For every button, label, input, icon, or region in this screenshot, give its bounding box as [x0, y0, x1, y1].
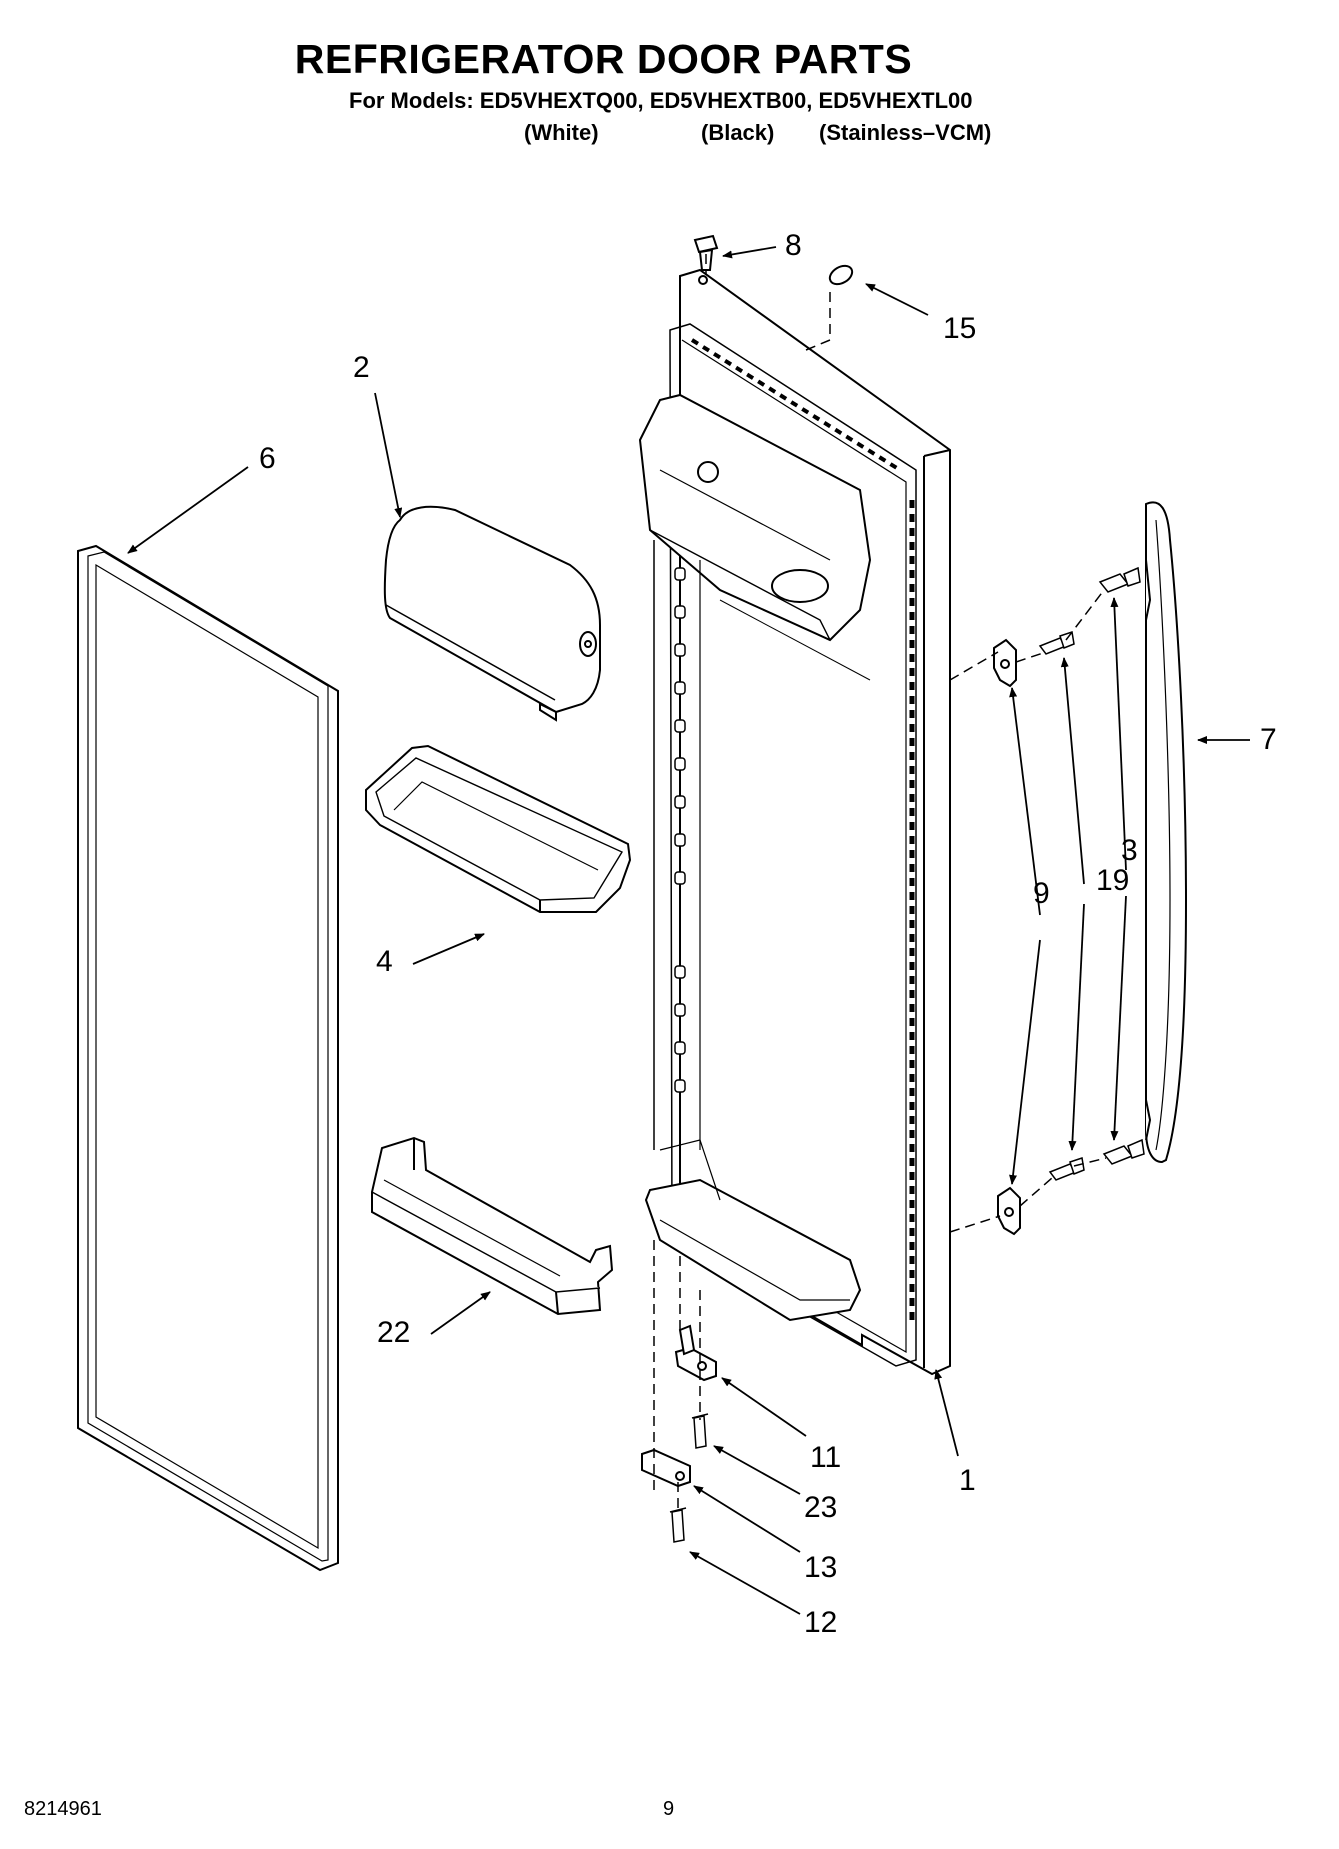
callout-6: 6: [259, 442, 276, 475]
callout-12: 12: [804, 1606, 838, 1639]
screw-part-3-upper: [1098, 566, 1141, 593]
callout-3: 3: [1121, 834, 1138, 867]
dairy-door-part-2: [383, 505, 601, 722]
door-assembly-part-1: [638, 268, 951, 1376]
leader-9-down: [1009, 939, 1041, 1185]
leader-1: [934, 1369, 959, 1457]
leader-15: [865, 283, 929, 316]
screw-part-23: [691, 1413, 709, 1449]
leader-19-up: [1060, 657, 1085, 885]
callout-7: 7: [1260, 723, 1277, 756]
page-number: 9: [663, 1798, 675, 1820]
screw-part-12: [669, 1507, 687, 1543]
callout-23: 23: [804, 1491, 838, 1524]
models-line: For Models: ED5VHEXTQ00, ED5VHEXTB00, ED…: [349, 88, 973, 113]
shelf-support-bumps: [674, 567, 686, 1093]
leader-9-up: [1009, 687, 1041, 916]
screw-part-19-lower: [1048, 1157, 1085, 1181]
leader-22: [430, 1291, 491, 1335]
callout-13: 13: [804, 1551, 838, 1584]
leader-4: [412, 933, 485, 965]
leader-6: [127, 466, 249, 554]
color-stainless-label: (Stainless–VCM): [819, 120, 992, 145]
leader-11: [721, 1377, 807, 1437]
leader-8: [722, 246, 777, 259]
leader-2: [374, 392, 403, 518]
plug-button-part-15: [828, 264, 854, 286]
color-white-label: (White): [524, 120, 599, 145]
callout-8: 8: [785, 229, 802, 262]
door-gasket-part-6: [77, 544, 339, 1572]
callout-15: 15: [943, 312, 977, 345]
leader-12: [689, 1551, 801, 1615]
page-title: REFRIGERATOR DOOR PARTS: [294, 36, 913, 82]
callout-2: 2: [353, 351, 370, 384]
door-bin-part-4: [365, 744, 632, 913]
leader-3-down: [1110, 895, 1127, 1141]
leader-19-down: [1068, 903, 1085, 1151]
hinge-bracket-part-11: [674, 1324, 717, 1382]
callout-19: 19: [1096, 864, 1130, 897]
leader-13: [693, 1485, 801, 1553]
callout-9: 9: [1033, 877, 1050, 910]
color-black-label: (Black): [701, 120, 775, 145]
callout-22: 22: [377, 1316, 411, 1349]
callout-1: 1: [959, 1464, 976, 1497]
bottom-door-shelf-part-22: [371, 1136, 614, 1316]
callout-4: 4: [376, 945, 393, 978]
leader-23: [713, 1445, 801, 1495]
hinge-plug-part-8: [693, 234, 719, 271]
screw-part-19-upper: [1038, 631, 1075, 655]
screw-part-3-lower: [1102, 1138, 1145, 1165]
leader-3-up: [1110, 597, 1127, 871]
assembly-guide-lines: [653, 254, 1107, 1510]
callout-leaders: [127, 246, 1250, 1615]
handle-clip-part-9-lower: [997, 1186, 1021, 1236]
hinge-part-13: [641, 1448, 691, 1488]
callout-11: 11: [810, 1441, 842, 1474]
handle-clip-part-9-upper: [993, 638, 1017, 688]
door-handle-part-7: [1145, 501, 1188, 1164]
document-number: 8214961: [24, 1798, 102, 1820]
